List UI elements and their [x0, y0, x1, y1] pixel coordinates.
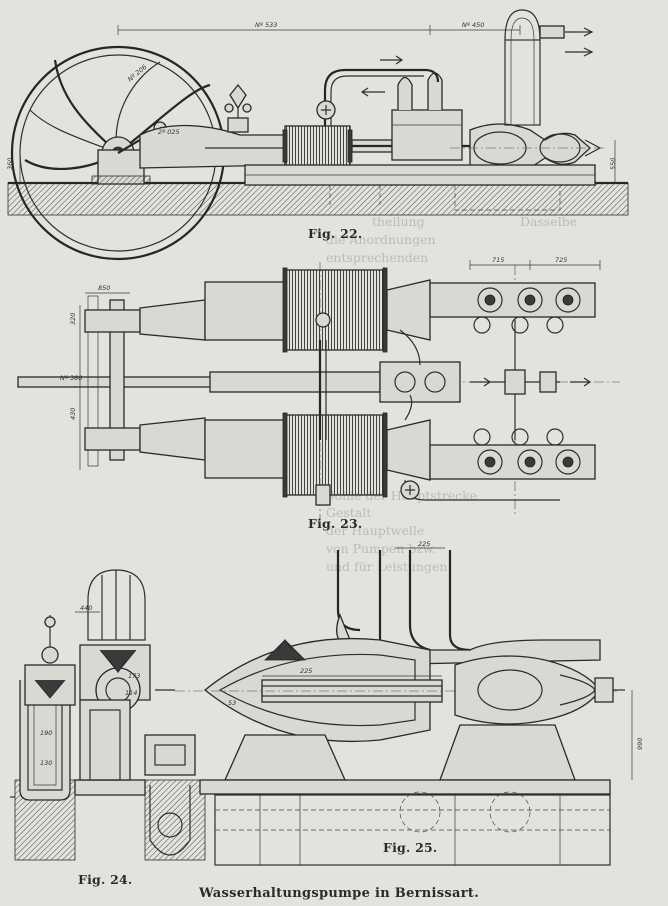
fig24-caption: Fig. 24. — [78, 872, 133, 887]
governor — [224, 83, 252, 133]
show-through-text: von Pumpen bzw. — [326, 541, 437, 556]
fig23-caption: Fig. 23. — [308, 516, 363, 531]
dim-label: Nº 450 — [462, 21, 484, 29]
dim-label: 990 — [636, 738, 644, 750]
fig22-drawing: Nº 533 Nº 450 Nº 206 2º 025 360 550 — [6, 9, 629, 261]
dim-label: 53 — [228, 699, 236, 707]
dim-label: 440 — [80, 604, 92, 612]
fig22-pump — [450, 9, 605, 174]
fig25-drawing: 225 225 53 990 — [175, 540, 644, 866]
show-through-text: Gestalt — [326, 505, 372, 520]
fig23-lower-engine — [84, 412, 596, 498]
dim-label: 850 — [98, 284, 110, 292]
dim-label: 360 — [6, 158, 14, 170]
fig22-foundation — [7, 182, 629, 216]
dim-label: 225 — [300, 667, 312, 675]
show-through-text: Dasselbe — [520, 214, 578, 229]
show-through-text: der Hauptwelle — [326, 523, 425, 538]
dim-label: 430 — [69, 408, 77, 420]
show-through-text: und für Leistungen — [326, 559, 448, 574]
fig24-drawing: 440 173 114 190 130 — [10, 569, 206, 861]
dim-label: 725 — [555, 256, 567, 264]
dim-label: Nº 380 — [60, 374, 82, 382]
dim-label: 225 — [418, 540, 430, 548]
dim-label: 130 — [40, 759, 52, 767]
valve-chest — [391, 109, 463, 161]
show-through-text: die Anordnungen — [326, 232, 436, 247]
dim-label: 173 — [128, 672, 140, 680]
steam-cylinder — [284, 125, 351, 167]
plate-title: Wasserhaltungspumpe in Bernissart. — [199, 886, 480, 901]
dim-label: 2º 025 — [158, 128, 180, 136]
fig22-caption: Fig. 22. — [308, 226, 363, 241]
show-through-text: entsprechenden — [326, 250, 429, 265]
dim-label: 190 — [40, 729, 52, 737]
dim-label: 550 — [609, 158, 617, 170]
fig23-upper-engine — [84, 267, 596, 353]
dim-label: Nº 533 — [255, 21, 277, 29]
show-through-text: theilung — [372, 214, 425, 229]
dim-label: 715 — [492, 256, 504, 264]
dim-label: 114 — [125, 689, 137, 697]
fig25-caption: Fig. 25. — [383, 840, 438, 855]
dim-label: 320 — [69, 313, 77, 325]
fig23-drawing: 715 725 850 Nº 380 430 320 — [17, 256, 620, 520]
